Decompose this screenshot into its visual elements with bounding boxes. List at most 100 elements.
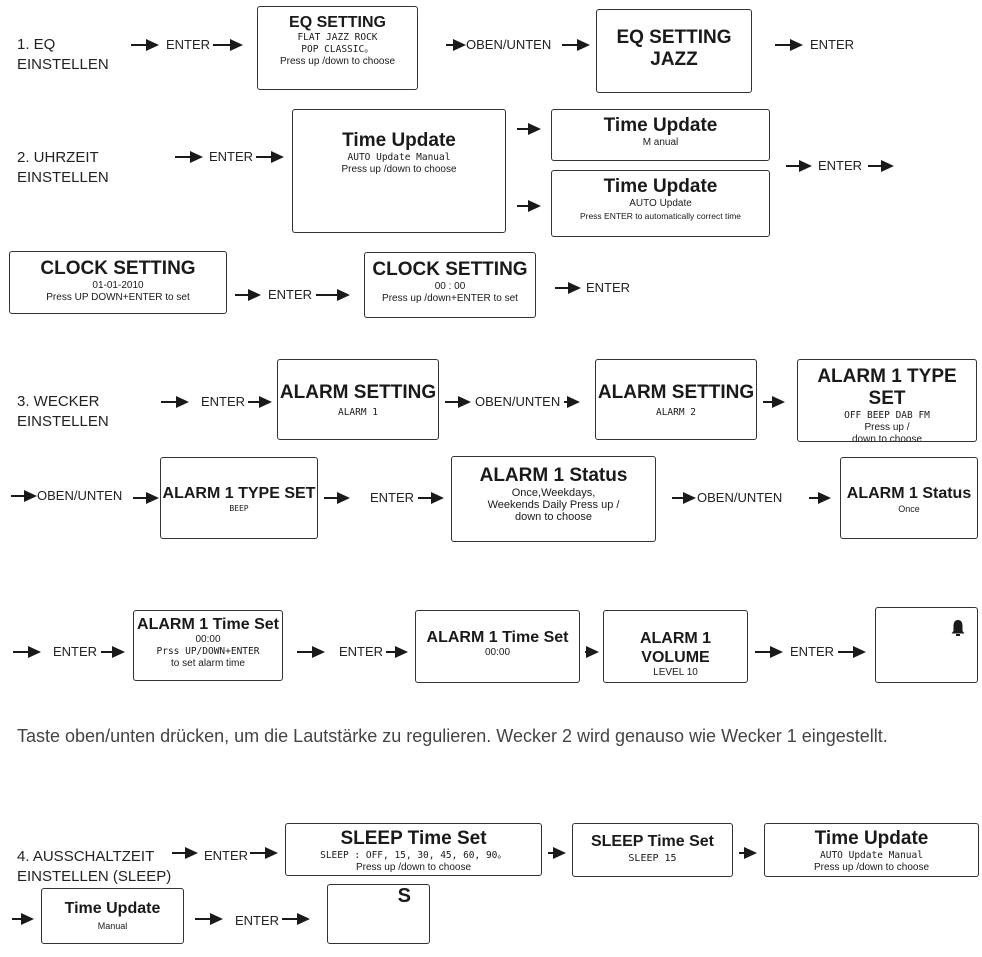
arrow (868, 159, 894, 173)
display-title: ALARM SETTING (597, 382, 755, 403)
display-line: Press up / (864, 422, 910, 433)
display-line: Press ENTER to automatically correct tim… (579, 211, 742, 221)
display-title: ALARM 1 TYPE SET (162, 485, 316, 502)
display-line: JAZZ (650, 49, 698, 70)
display-line: Press UP DOWN+ENTER to set (46, 292, 190, 303)
display-time-update: Time Update AUTO Update Manual Press up … (292, 109, 506, 233)
display-line: Press up /down+ENTER to set (382, 293, 518, 304)
display-title: CLOCK SETTING (40, 258, 196, 279)
display-title: ALARM 1 Status (479, 465, 628, 486)
enter-label: ENTER (166, 37, 211, 52)
display-time-update-manual-2: Time Update Manual (41, 888, 184, 944)
arrow (195, 912, 223, 926)
display-time-update-manual: Time Update M anual (551, 109, 770, 161)
arrow (838, 645, 866, 659)
enter-label: ENTER (339, 644, 384, 659)
display-title: Time Update (64, 900, 161, 917)
arrow (517, 199, 541, 213)
arrow (775, 38, 803, 52)
arrow (250, 846, 278, 860)
oben-unten-label: OBEN/UNTEN (697, 490, 783, 505)
display-line: BEEP (229, 504, 249, 513)
display-alarm-time-set: ALARM 1 Time Set 00:00 Prss UP/DOWN+ENTE… (133, 610, 283, 681)
display-title: Time Update (603, 115, 718, 136)
oben-unten-label: OBEN/UNTEN (37, 488, 123, 503)
arrow (445, 395, 471, 409)
arrow (235, 288, 261, 302)
enter-label: ENTER (586, 280, 631, 295)
arrow (324, 491, 350, 505)
arrow (133, 491, 159, 505)
display-line: ALARM 2 (655, 407, 697, 418)
enter-label: ENTER (53, 644, 98, 659)
arrow (175, 150, 203, 164)
enter-label: ENTER (235, 913, 280, 928)
arrow (517, 122, 541, 136)
display-line: POP CLASSIC。 (301, 44, 374, 55)
arrow (316, 288, 350, 302)
display-clock-setting-time: CLOCK SETTING 00 : 00 Press up /down+ENT… (364, 252, 536, 318)
display-line: 00 : 00 (434, 281, 466, 292)
display-alarm-type-beep: ALARM 1 TYPE SET BEEP (160, 457, 318, 539)
display-line: Once (898, 504, 920, 514)
display-title: ALARM SETTING (279, 382, 437, 403)
arrow (562, 38, 590, 52)
display-title: SLEEP Time Set (340, 828, 487, 849)
arrow (131, 38, 159, 52)
display-line: Press up /down to choose (813, 862, 930, 873)
display-alarm-setting-2: ALARM SETTING ALARM 2 (595, 359, 757, 440)
display-eq-setting: EQ SETTING FLAT JAZZ ROCK POP CLASSIC。 P… (257, 6, 418, 90)
display-line: 01-01-2010 (92, 280, 144, 291)
display-line: 00:00 (195, 634, 221, 645)
display-line: SLEEP : OFF, 15, 30, 45, 60, 90。 (320, 850, 507, 861)
section-2-label: 2. UHRZEIT EINSTELLEN (17, 149, 109, 186)
display-line: AUTO Update Manual (347, 152, 451, 163)
display-sleep-active: S (327, 884, 430, 944)
display-alarm-status: ALARM 1 Status Once,Weekdays, Weekends D… (451, 456, 656, 542)
display-eq-jazz: EQ SETTING JAZZ (596, 9, 752, 93)
display-title: ALARM 1 Status (846, 485, 972, 502)
display-line: Press up /down to choose (355, 862, 472, 873)
display-title: Time Update (814, 828, 929, 849)
display-line: down to choose (514, 511, 593, 523)
arrow (161, 395, 189, 409)
arrow (13, 645, 41, 659)
arrow (172, 846, 198, 860)
display-sleep-time-set: SLEEP Time Set SLEEP : OFF, 15, 30, 45, … (285, 823, 542, 876)
display-time-update-auto: Time Update AUTO Update Press ENTER to a… (551, 170, 770, 237)
instruction-paragraph: Taste oben/unten drücken, um die Lautstä… (17, 726, 888, 746)
section-3-label: 3. WECKER EINSTELLEN (17, 393, 109, 430)
arrow (282, 912, 310, 926)
arrow (555, 281, 581, 295)
arrow (585, 645, 599, 659)
display-title: ALARM 1 Time Set (137, 616, 279, 633)
enter-label: ENTER (201, 394, 246, 409)
display-alarm-type-set: ALARM 1 TYPE SET OFF BEEP DAB FM Press u… (797, 359, 977, 442)
display-title: EQ SETTING (289, 14, 386, 31)
display-line: ALARM 1 (337, 407, 379, 418)
arrow (809, 491, 831, 505)
display-title: SLEEP Time Set (590, 833, 714, 850)
arrow (446, 38, 466, 52)
display-line: AUTO Update Manual (820, 850, 923, 861)
display-line: to set alarm time (171, 658, 245, 669)
arrow (248, 395, 272, 409)
display-line: Press up /down to choose (279, 56, 396, 67)
display-title: ALARM 1 TYPE SET (817, 366, 957, 409)
display-clock-setting-date: CLOCK SETTING 01-01-2010 Press UP DOWN+E… (9, 251, 227, 314)
enter-label: ENTER (209, 149, 254, 164)
display-title: ALARM 1 VOLUME (639, 630, 712, 666)
display-sleep-15: SLEEP Time Set SLEEP 15 (572, 823, 733, 877)
display-line: SLEEP 15 (628, 853, 677, 864)
enter-label: ENTER (204, 848, 249, 863)
display-title: ALARM 1 Time Set (426, 629, 569, 646)
display-line: down to choose (851, 434, 923, 442)
arrow (213, 38, 243, 52)
enter-label: ENTER (790, 644, 835, 659)
arrow (11, 489, 37, 503)
arrow (418, 491, 444, 505)
arrow (297, 645, 325, 659)
display-line: Press up /down to choose (341, 164, 457, 175)
arrow (739, 846, 757, 860)
arrow (386, 645, 408, 659)
